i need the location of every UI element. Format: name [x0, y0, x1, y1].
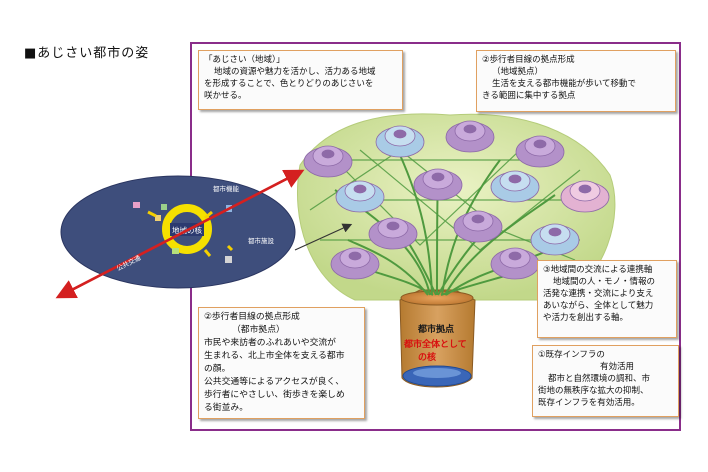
flower — [560, 180, 610, 213]
page-title: ■あじさい都市の姿 — [24, 46, 150, 61]
trunk-hub-label: 都市拠点 — [418, 325, 455, 335]
flower — [368, 217, 418, 250]
area-hub-box: ②歩行者目線の拠点形成 （地域拠点） 生活を支える都市機能が歩いて移動で きる範… — [476, 50, 676, 112]
flower — [413, 168, 463, 201]
box-line: 街地の無秩序な拡大の抑制、 — [538, 386, 649, 396]
box-line: 市民や来訪者のふれあいや交流が — [204, 338, 336, 348]
box-line: 都市と自然環境の調和、市 — [548, 374, 651, 384]
flower — [330, 247, 380, 280]
flower — [530, 223, 580, 256]
box-line: や活力を創出する軸。 — [543, 313, 629, 323]
box-title: 「あじさい（地域）」 — [204, 55, 285, 65]
box-line: を形成することで、色とりどりのあじさいを — [204, 79, 374, 89]
core-ring — [162, 204, 212, 254]
box-title: ②歩行者目線の拠点形成 — [204, 312, 300, 322]
ajisai-region-box: 「あじさい（地域）」 地域の資源や魅力を活かし、活力ある地域 を形成することで、… — [198, 50, 403, 110]
box-line: 地域間の人・モノ・情報の — [553, 277, 656, 287]
flower — [335, 180, 385, 213]
box-line: 既存インフラを有効活用。 — [538, 398, 640, 408]
box-title: ③地域間の交流による連携軸 — [543, 265, 653, 275]
box-line: 公共交通等によるアクセスが良く、 — [204, 377, 345, 387]
axis-box: ③地域間の交流による連携軸 地域間の人・モノ・情報の 活発な連携・交流により支え… — [537, 260, 677, 338]
box-title: ①既存インフラの — [538, 350, 605, 360]
box-line: る街並み。 — [204, 403, 248, 413]
box-line: の顔。 — [204, 364, 231, 374]
box-line: 生まれる、北上市全体を支える都市 — [204, 351, 345, 361]
box-line: 生活を支える都市機能が歩いて移動で — [492, 79, 636, 89]
inset-facility-label: 都市施設 — [248, 236, 275, 245]
flower — [445, 120, 495, 153]
flower — [453, 210, 503, 243]
flower — [375, 125, 425, 158]
flower — [490, 247, 540, 280]
connector-arrow — [294, 223, 353, 251]
flower — [515, 135, 565, 168]
box-subtitle: 有効活用 — [600, 362, 635, 372]
flower — [303, 145, 353, 178]
city-hub-box: ②歩行者目線の拠点形成 （都市拠点） 市民や来訪者のふれあいや交流が 生まれる、… — [198, 307, 365, 419]
trunk-core-label-1: 都市全体として — [404, 340, 467, 350]
infra-box: ①既存インフラの 有効活用 都市と自然環境の調和、市 街地の無秩序な拡大の抑制、… — [532, 345, 679, 417]
box-line: 活発な連携・交流により支え — [543, 289, 654, 299]
box-line: 咲かせる。 — [204, 91, 247, 101]
box-subtitle: （地域拠点） — [492, 67, 544, 77]
box-line: 歩行者にやさしい、街歩きを楽しめ — [204, 390, 345, 400]
box-line: 地域の資源や魅力を活かし、活力ある地域 — [214, 67, 376, 77]
box-subtitle: （都市拠点） — [232, 325, 285, 335]
flowers — [303, 120, 610, 280]
box-line: あいながら、全体として魅力 — [543, 301, 654, 311]
box-line: きる範囲に集中する拠点 — [482, 91, 576, 101]
inset-function-label: 都市機能 — [213, 184, 240, 193]
box-title: ②歩行者目線の拠点形成 — [482, 55, 575, 65]
flower — [490, 170, 540, 203]
trunk-core-label-2: の核 — [418, 353, 437, 363]
